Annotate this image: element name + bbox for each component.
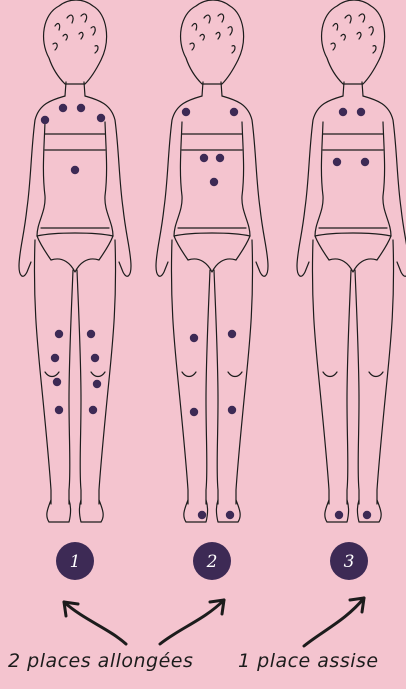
curved-arrow-icon bbox=[160, 600, 224, 644]
body-figure-1 bbox=[19, 0, 131, 522]
badge-2-label: 2 bbox=[206, 552, 218, 572]
curved-arrow-icon bbox=[64, 602, 126, 644]
pressure-points-3 bbox=[333, 108, 371, 519]
caption-lying-places: 2 places allongées bbox=[8, 650, 193, 672]
body-figure-2 bbox=[156, 0, 268, 522]
caption-seated-place: 1 place assise bbox=[238, 650, 379, 672]
badge-3: 3 bbox=[330, 542, 368, 580]
badge-2: 2 bbox=[193, 542, 231, 580]
badge-1: 1 bbox=[56, 542, 94, 580]
badge-3-label: 3 bbox=[344, 552, 355, 572]
pressure-points-2 bbox=[182, 108, 238, 519]
badge-1-label: 1 bbox=[70, 552, 81, 572]
body-figure-3 bbox=[297, 0, 406, 522]
curved-arrow-icon bbox=[304, 598, 364, 646]
